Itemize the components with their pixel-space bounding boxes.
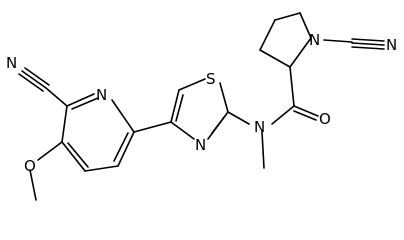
atom-n-pyrrolidine: N xyxy=(309,31,320,49)
atom-n-pyridine: N xyxy=(96,86,107,104)
bond xyxy=(274,12,301,21)
atom-n-nitrile-right: N xyxy=(386,36,397,54)
bond xyxy=(351,42,385,46)
bond xyxy=(178,78,206,91)
bond xyxy=(351,46,385,50)
bond xyxy=(45,87,68,107)
bond xyxy=(175,94,184,122)
bond xyxy=(351,38,385,42)
bond xyxy=(170,121,195,140)
bond xyxy=(219,82,229,113)
cyano-group-left xyxy=(18,67,68,107)
atom-o-methoxy: O xyxy=(24,157,36,175)
bond xyxy=(37,141,63,161)
bond xyxy=(18,73,44,92)
bond xyxy=(227,111,250,125)
bond xyxy=(170,89,180,123)
pyrrolidine-ring xyxy=(259,12,312,68)
bond xyxy=(61,105,68,143)
methoxy-group xyxy=(29,141,63,201)
atom-n-nitrile-left: N xyxy=(6,54,17,72)
bond xyxy=(67,142,89,168)
bond-ring-link xyxy=(133,121,172,133)
amide-group xyxy=(227,66,319,169)
bond xyxy=(66,93,95,107)
bond xyxy=(259,19,276,51)
bond xyxy=(113,132,129,162)
bond xyxy=(261,131,265,169)
bond xyxy=(289,37,312,68)
bond xyxy=(111,99,135,133)
bond xyxy=(293,105,319,117)
thiazole-ring xyxy=(170,78,229,140)
bond xyxy=(289,66,295,107)
bond xyxy=(61,141,86,172)
atom-n-amide: N xyxy=(254,118,265,136)
bond xyxy=(71,97,99,110)
atom-s-thiazole: S xyxy=(206,70,216,88)
bond xyxy=(323,39,353,43)
pyridine-ring xyxy=(61,93,135,172)
bond xyxy=(117,131,135,167)
bond xyxy=(271,105,295,125)
bond xyxy=(259,49,291,68)
bond xyxy=(293,110,317,121)
bond xyxy=(24,67,50,86)
atom-o-carbonyl: O xyxy=(319,110,331,128)
molecule-structure: N N O S N N O N N xyxy=(6,12,397,201)
bond xyxy=(211,115,226,134)
cyano-group-right xyxy=(323,38,385,50)
bond xyxy=(21,70,47,89)
bond xyxy=(29,169,37,201)
bond xyxy=(299,12,312,39)
bond xyxy=(84,165,119,172)
atom-n-thiazole: N xyxy=(195,136,206,154)
